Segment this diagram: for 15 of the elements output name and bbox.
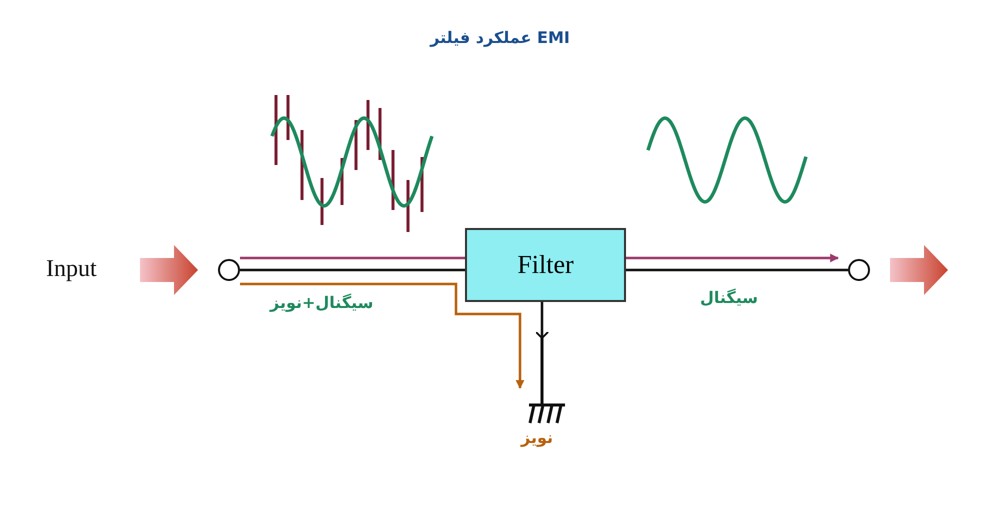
connector-line <box>534 302 550 339</box>
title: عملکرد فیلتر EMI <box>428 28 571 47</box>
terminal-circle <box>218 259 240 281</box>
signal-label: سیگنال <box>700 288 758 307</box>
connector-line <box>240 256 465 260</box>
connector-line <box>240 282 524 389</box>
signal-plus-noise-label: سیگنال+نویز <box>270 293 374 312</box>
filter-box: Filter <box>465 228 626 302</box>
connector-line <box>626 268 848 272</box>
connector-line <box>240 268 465 272</box>
connector-line <box>626 254 839 262</box>
input-label: Input <box>46 256 97 283</box>
ground-symbol <box>528 338 566 425</box>
noise-label: نویز <box>519 428 554 447</box>
terminal-circle <box>848 259 870 281</box>
